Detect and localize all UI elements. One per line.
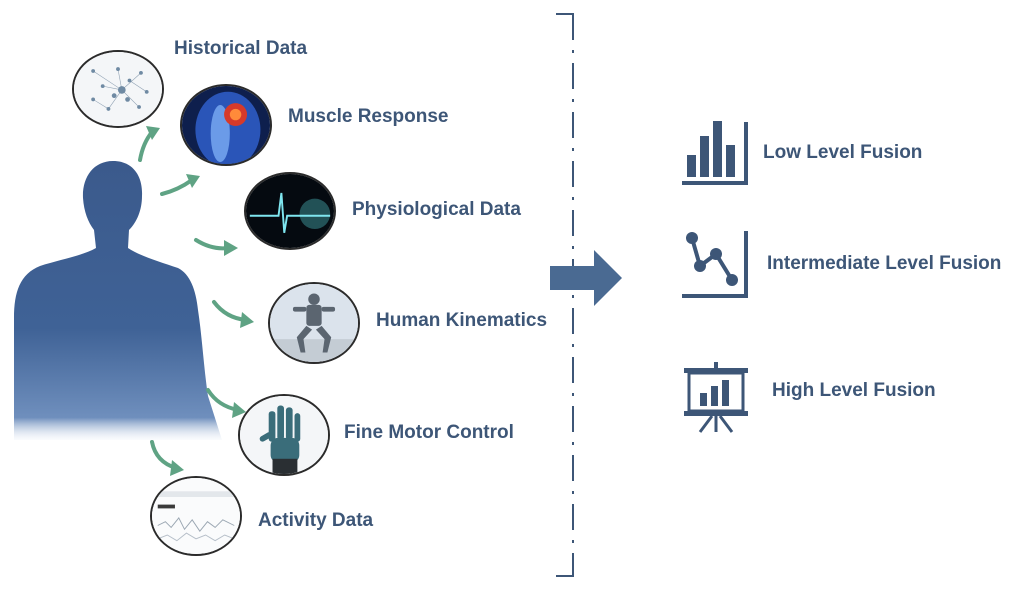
arrow-physiological — [194, 238, 230, 251]
arrow-kinematics — [212, 300, 248, 322]
label-human-kinematics: Human Kinematics — [376, 310, 548, 331]
thumb-historical — [72, 50, 164, 128]
thumb-activity — [150, 476, 242, 556]
arrow-muscle — [160, 178, 194, 196]
source-arrowheads — [146, 126, 254, 476]
source-arrows — [138, 130, 248, 470]
bracket — [556, 13, 574, 577]
human-silhouette — [14, 161, 222, 440]
label-high-level-fusion: High Level Fusion — [772, 380, 936, 401]
bar-chart-icon — [682, 121, 748, 185]
thumb-kinematics — [268, 282, 360, 364]
thumb-fine-motor — [238, 394, 330, 476]
arrow-historical — [138, 130, 154, 162]
thumb-physiological — [244, 172, 336, 250]
line-graph-icon — [682, 231, 748, 298]
label-low-level-fusion: Low Level Fusion — [763, 142, 923, 163]
thumb-muscle — [180, 84, 272, 166]
label-intermediate-level-fusion: Intermediate Level Fusion — [767, 253, 1002, 274]
presentation-board-icon — [684, 362, 748, 433]
main-arrow — [550, 250, 622, 306]
label-muscle-response: Muscle Response — [288, 106, 449, 127]
label-physiological-data: Physiological Data — [352, 199, 521, 220]
label-historical-data: Historical Data — [174, 38, 308, 59]
label-fine-motor-control: Fine Motor Control — [344, 422, 514, 443]
label-activity-data: Activity Data — [258, 510, 374, 531]
